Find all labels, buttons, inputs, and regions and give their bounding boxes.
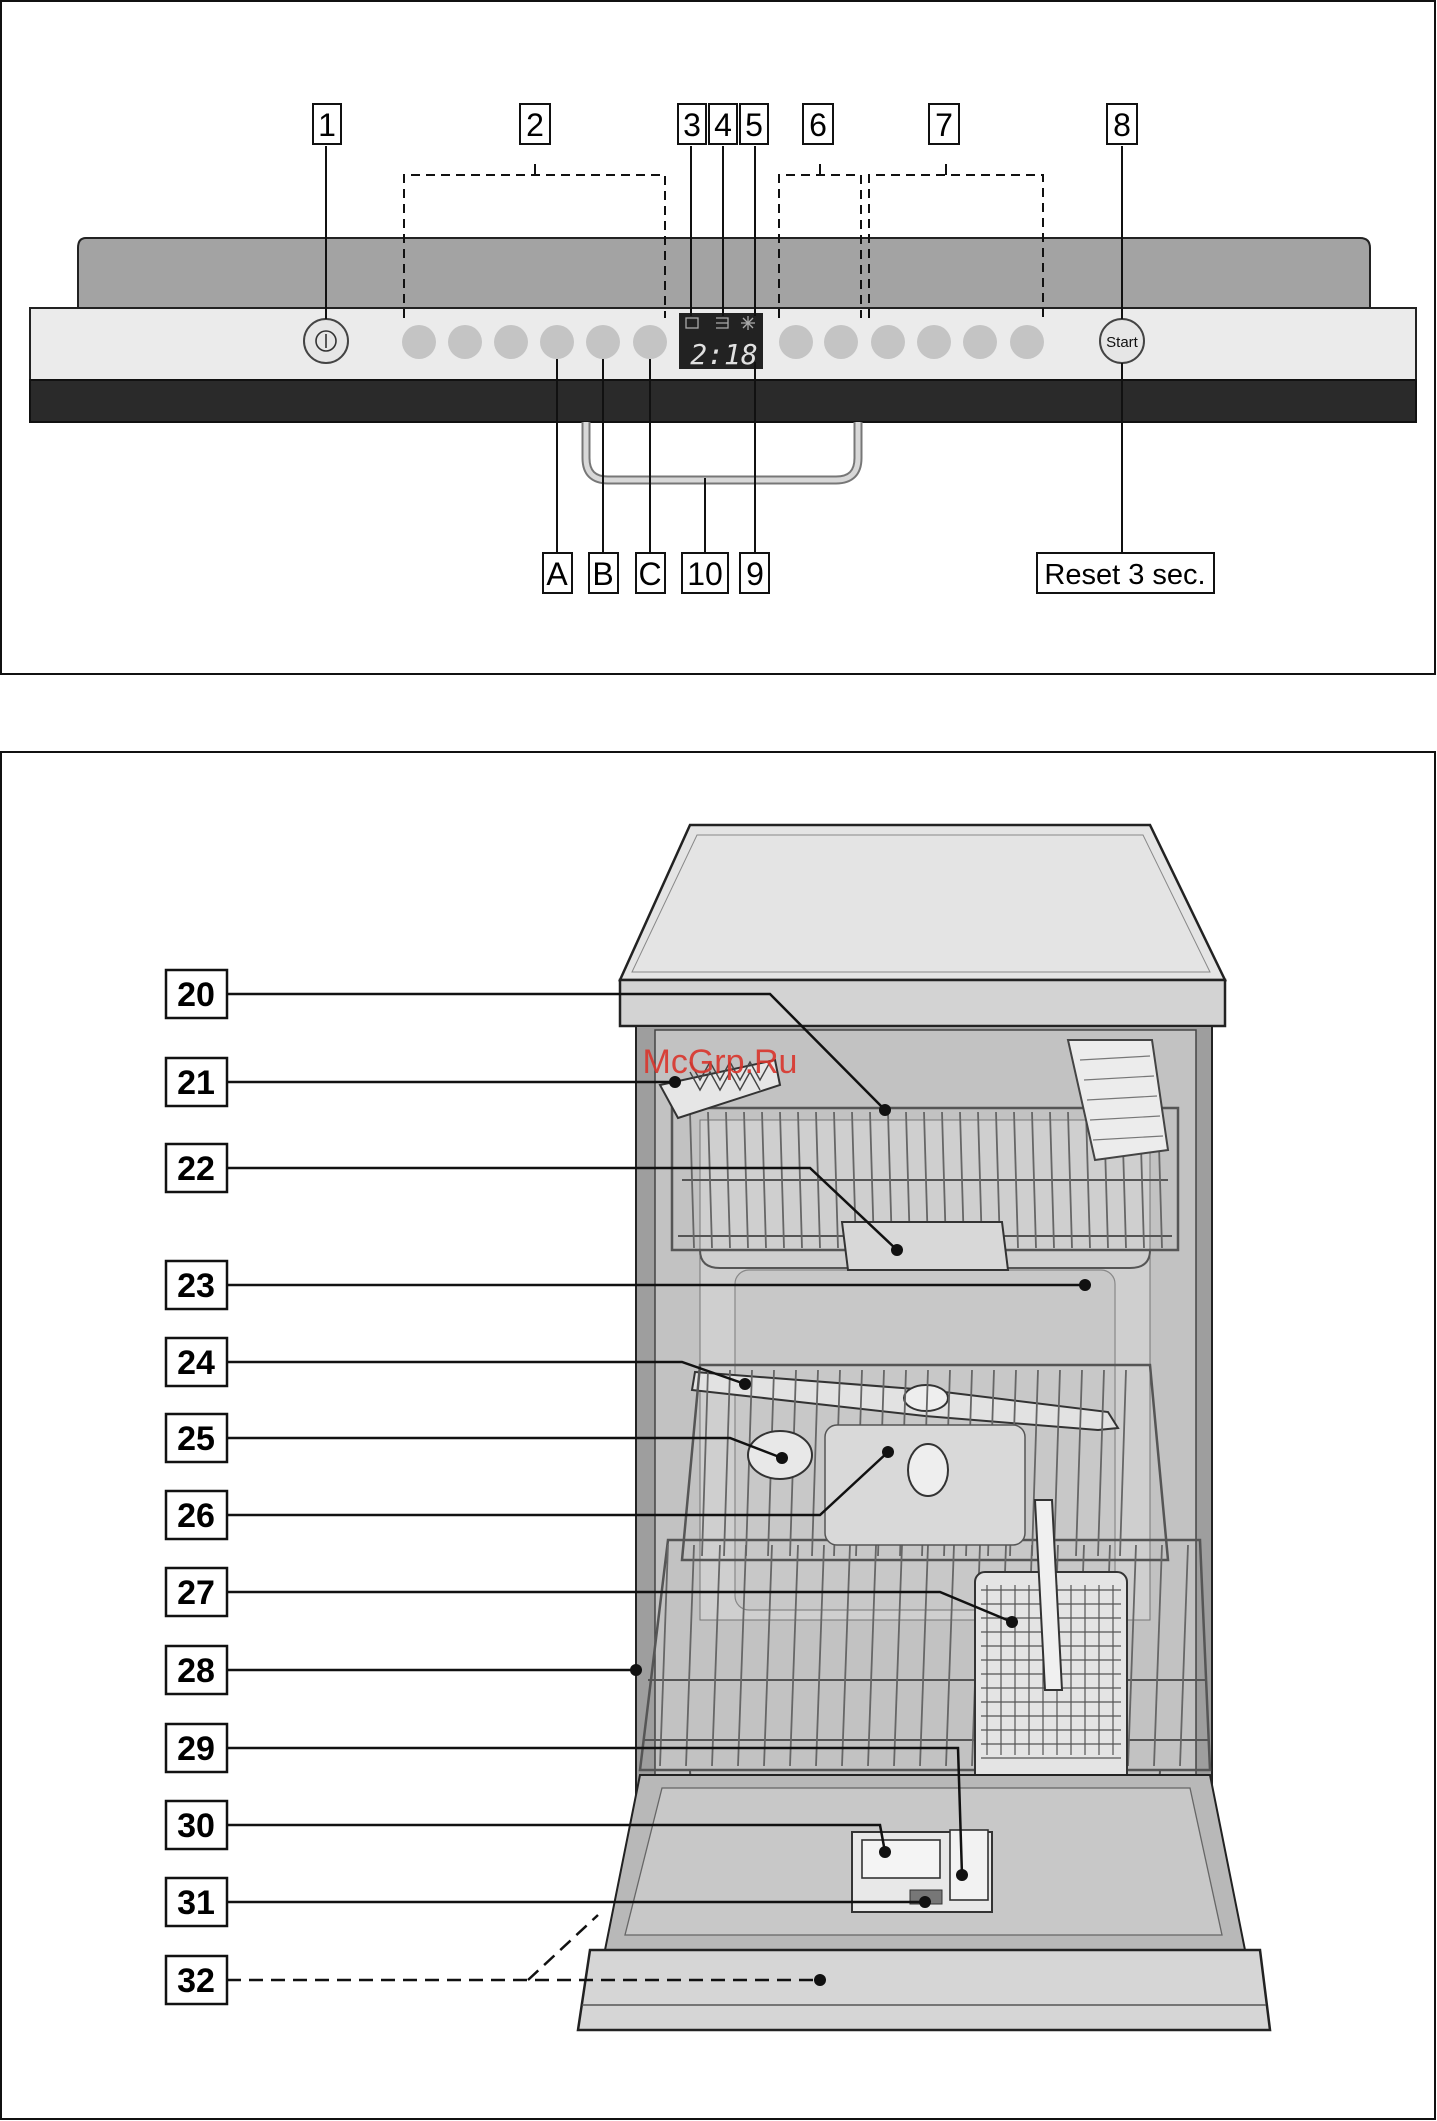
door-edge xyxy=(578,1950,1270,2030)
callout-number: 32 xyxy=(177,1962,215,2000)
svg-text:1: 1 xyxy=(318,107,336,143)
bottom-label-b: B xyxy=(589,553,618,593)
callout-32: 32 xyxy=(166,1956,227,2004)
callout-dot xyxy=(879,1846,891,1858)
svg-text:C: C xyxy=(638,556,661,592)
program-button[interactable] xyxy=(494,325,528,359)
callout-dot xyxy=(882,1446,894,1458)
top-label-7: 7 xyxy=(929,104,959,144)
svg-text:7: 7 xyxy=(935,107,953,143)
callout-26: 26 xyxy=(166,1491,227,1539)
svg-text:5: 5 xyxy=(745,107,763,143)
option-button[interactable] xyxy=(1010,325,1044,359)
option-button[interactable] xyxy=(917,325,951,359)
callout-dot xyxy=(956,1869,968,1881)
callout-number: 26 xyxy=(177,1497,215,1535)
display-time: 2:18 xyxy=(690,338,757,371)
svg-text:6: 6 xyxy=(809,107,827,143)
top-label-1: 1 xyxy=(313,104,341,144)
top-label-5: 5 xyxy=(740,104,768,144)
callout-31: 31 xyxy=(166,1878,227,1926)
callout-number: 24 xyxy=(177,1344,215,1382)
svg-text:3: 3 xyxy=(683,107,701,143)
callout-29: 29 xyxy=(166,1724,227,1772)
svg-text:A: A xyxy=(546,556,568,592)
callout-24: 24 xyxy=(166,1338,227,1386)
callout-number: 25 xyxy=(177,1420,215,1458)
dark-band xyxy=(30,380,1416,422)
svg-text:Reset 3 sec.: Reset 3 sec. xyxy=(1044,559,1205,591)
callout-number: 21 xyxy=(177,1064,215,1102)
rinse-aid-dispenser xyxy=(950,1830,988,1900)
callout-dot xyxy=(630,1664,642,1676)
callout-number: 27 xyxy=(177,1574,215,1612)
watermark: McGrp.Ru xyxy=(643,1043,798,1081)
callout-dot xyxy=(669,1076,681,1088)
sun-indicator-icon xyxy=(741,316,755,330)
top-label-4: 4 xyxy=(709,104,737,144)
option-button[interactable] xyxy=(779,325,813,359)
callout-dot xyxy=(919,1896,931,1908)
callout-dot xyxy=(814,1974,826,1986)
callout-25: 25 xyxy=(166,1414,227,1462)
svg-text:8: 8 xyxy=(1113,107,1131,143)
callout-21: 21 xyxy=(166,1058,227,1106)
callout-number: 30 xyxy=(177,1807,215,1845)
option-button[interactable] xyxy=(824,325,858,359)
callout-23: 23 xyxy=(166,1261,227,1309)
program-button[interactable] xyxy=(586,325,620,359)
callout-dot xyxy=(1079,1279,1091,1291)
bottom-label-10: 10 xyxy=(682,553,728,593)
callout-dot xyxy=(879,1104,891,1116)
callout-dot xyxy=(891,1244,903,1256)
filter-cylinder xyxy=(908,1444,948,1496)
detergent-compartment xyxy=(862,1840,940,1878)
program-button[interactable] xyxy=(402,325,436,359)
worktop-front xyxy=(620,980,1225,1026)
bottom-label-c: C xyxy=(636,553,665,593)
callout-dot xyxy=(776,1452,788,1464)
callout-30: 30 xyxy=(166,1801,227,1849)
top-label-2: 2 xyxy=(520,104,550,144)
top-label-3: 3 xyxy=(678,104,706,144)
svg-text:9: 9 xyxy=(746,556,764,592)
top-label-6: 6 xyxy=(803,104,833,144)
option-button[interactable] xyxy=(871,325,905,359)
callout-number: 22 xyxy=(177,1150,215,1188)
callout-dot xyxy=(739,1378,751,1390)
bottom-label-a: A xyxy=(543,553,572,593)
callout-number: 23 xyxy=(177,1267,215,1305)
program-button[interactable] xyxy=(633,325,667,359)
top-label-8: 8 xyxy=(1107,104,1137,144)
bottom-label-9: 9 xyxy=(740,553,769,593)
callout-number: 28 xyxy=(177,1652,215,1690)
callout-22: 22 xyxy=(166,1144,227,1192)
svg-text:10: 10 xyxy=(687,556,723,592)
svg-text:2: 2 xyxy=(526,107,544,143)
program-button[interactable] xyxy=(448,325,482,359)
svg-text:4: 4 xyxy=(714,107,732,143)
callout-number: 31 xyxy=(177,1884,215,1922)
callout-dot xyxy=(1006,1616,1018,1628)
option-button[interactable] xyxy=(963,325,997,359)
start-label: Start xyxy=(1106,334,1139,351)
program-button[interactable] xyxy=(540,325,574,359)
rackmatic-box xyxy=(842,1222,1008,1270)
worktop-top xyxy=(620,825,1225,980)
callout-number: 29 xyxy=(177,1730,215,1768)
callout-20: 20 xyxy=(166,970,227,1018)
callout-number: 20 xyxy=(177,976,215,1014)
svg-text:B: B xyxy=(592,556,613,592)
callout-28: 28 xyxy=(166,1646,227,1694)
reset-label: Reset 3 sec. xyxy=(1037,553,1214,593)
callout-27: 27 xyxy=(166,1568,227,1616)
